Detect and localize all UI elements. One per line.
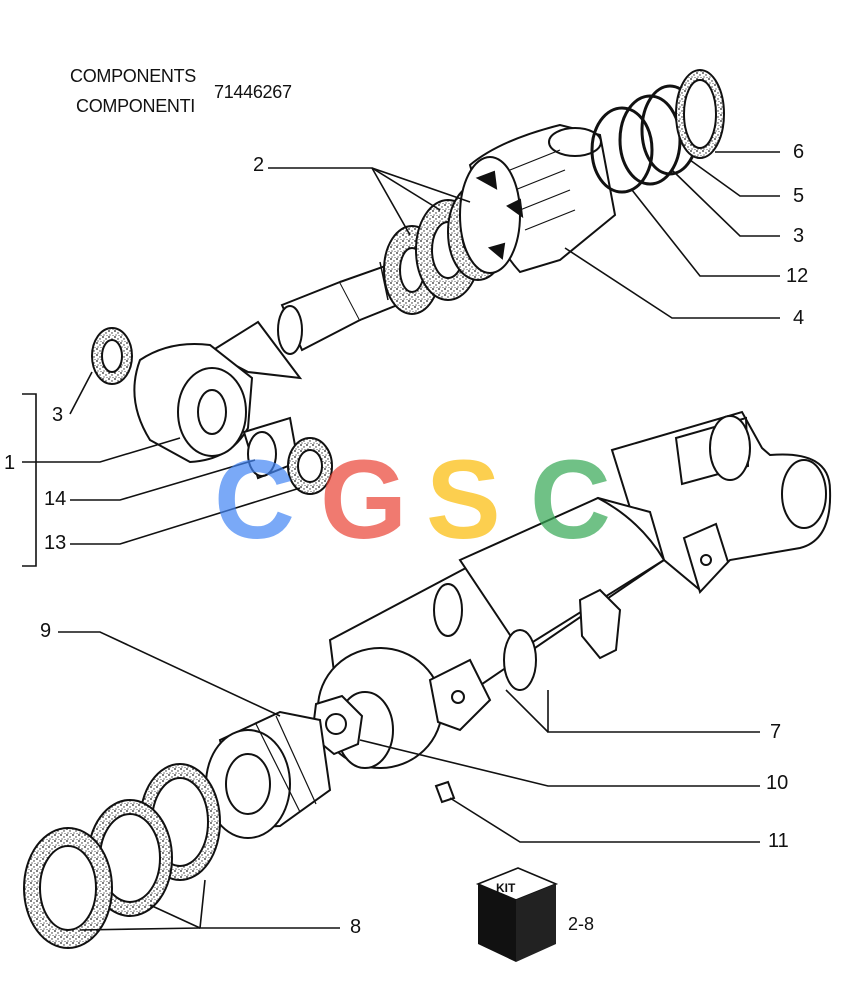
- watermark-letter-4: C: [530, 437, 611, 562]
- callout-13: 13: [44, 532, 67, 554]
- kit-cube-icon: KIT: [475, 867, 559, 962]
- watermark-letter-3: S: [426, 437, 501, 562]
- title-components: COMPONENTS: [70, 66, 197, 86]
- piston-rings: [590, 69, 725, 194]
- callout-10: 10: [766, 772, 789, 794]
- callout-11: 11: [768, 830, 789, 852]
- watermark-letter-2: G: [320, 437, 407, 562]
- left-seals: [91, 327, 333, 495]
- callout-1: 1: [4, 452, 16, 474]
- leader-lines: [22, 151, 780, 931]
- kit-page-reference: 2-8: [568, 914, 595, 934]
- kit-label: KIT: [496, 881, 516, 895]
- head-seals: [23, 763, 221, 949]
- rod-eye: [133, 320, 303, 464]
- callout-5: 5: [793, 185, 805, 207]
- grub-screw: [434, 780, 456, 804]
- part-number: 71446267: [214, 82, 292, 102]
- title-componenti: COMPONENTI: [76, 96, 196, 116]
- rod-nut: [310, 694, 364, 756]
- callout-7: 7: [770, 721, 782, 743]
- callout-14: 14: [44, 488, 67, 510]
- callout-6: 6: [793, 141, 805, 163]
- cgsc-watermark: C G S C: [214, 437, 611, 562]
- callout-12: 12: [786, 265, 809, 287]
- callout-2: 2: [253, 154, 265, 176]
- piston: [459, 123, 617, 274]
- watermark-letter-1: C: [214, 437, 295, 562]
- callout-3-upper: 3: [793, 225, 805, 247]
- callout-8: 8: [350, 916, 362, 938]
- cylinder-head: [205, 710, 332, 839]
- callout-3-left: 3: [52, 404, 64, 426]
- callout-4: 4: [793, 307, 805, 329]
- callout-9: 9: [40, 620, 52, 642]
